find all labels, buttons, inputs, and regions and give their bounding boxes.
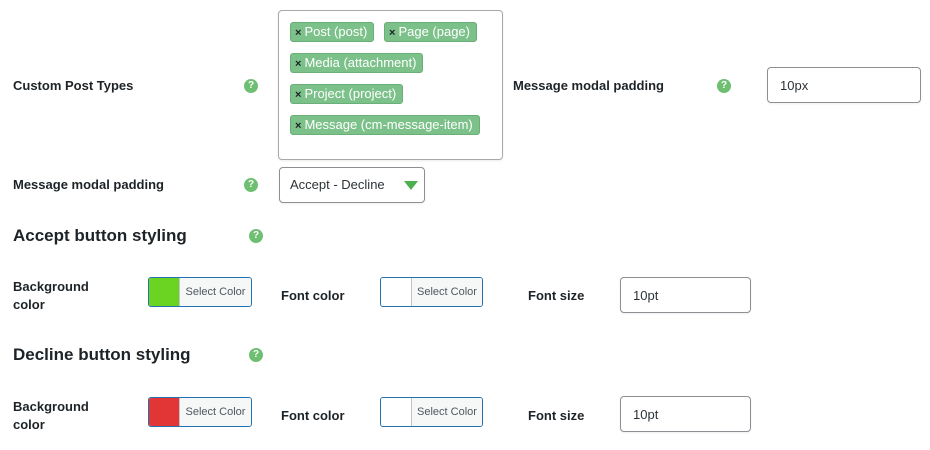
modal-padding-input[interactable] <box>767 67 921 103</box>
accept-bg-swatch <box>149 278 180 306</box>
accept-font-color-button[interactable]: Select Color <box>380 277 483 307</box>
decline-heading: Decline button styling <box>13 345 191 364</box>
accept-font-size-input[interactable] <box>620 277 751 313</box>
accept-font-size-label: Font size <box>528 288 585 303</box>
select-value: Accept - Decline <box>290 177 385 192</box>
select-color-label: Select Color <box>412 398 482 426</box>
decline-font-color-label: Font color <box>281 408 345 423</box>
decline-bg-swatch <box>149 398 180 426</box>
decline-font-size-input[interactable] <box>620 396 751 432</box>
tag-label: Message (cm-message-item) <box>304 117 473 132</box>
close-icon[interactable]: × <box>295 120 302 132</box>
close-icon[interactable]: × <box>295 89 302 101</box>
select-color-label: Select Color <box>180 398 251 426</box>
help-icon[interactable]: ? <box>244 178 258 192</box>
accept-heading: Accept button styling <box>13 226 187 245</box>
tag-label: Page (page) <box>398 24 470 39</box>
decline-font-size-label: Font size <box>528 408 585 423</box>
select-color-label: Select Color <box>412 278 482 306</box>
close-icon[interactable]: × <box>295 58 302 70</box>
help-icon[interactable]: ? <box>249 229 263 243</box>
close-icon[interactable]: × <box>389 27 396 39</box>
chevron-down-icon <box>404 181 418 190</box>
help-icon[interactable]: ? <box>249 348 263 362</box>
post-types-multiselect[interactable]: ×Post (post) ×Page (page) ×Media (attach… <box>278 10 503 160</box>
accept-font-color-label: Font color <box>281 288 345 303</box>
decline-font-color-button[interactable]: Select Color <box>380 397 483 427</box>
help-icon[interactable]: ? <box>717 79 731 93</box>
tag-media: ×Media (attachment) <box>290 53 424 73</box>
accept-font-swatch <box>381 278 412 306</box>
accept-bg-color-button[interactable]: Select Color <box>148 277 252 307</box>
tag-label: Project (project) <box>304 86 397 101</box>
custom-post-types-label: Custom Post Types <box>13 78 134 93</box>
tag-label: Media (attachment) <box>304 55 417 70</box>
close-icon[interactable]: × <box>295 27 302 39</box>
message-modal-padding-label: Message modal padding <box>513 78 664 93</box>
select-color-label: Select Color <box>180 278 251 306</box>
tag-label: Post (post) <box>304 24 368 39</box>
decline-bg-color-button[interactable]: Select Color <box>148 397 252 427</box>
help-icon[interactable]: ? <box>244 79 258 93</box>
accept-bg-label: Background color <box>13 279 89 312</box>
decline-font-swatch <box>381 398 412 426</box>
decline-bg-label: Background color <box>13 399 89 432</box>
tag-post: ×Post (post) <box>290 22 375 42</box>
message-modal-padding-label-2: Message modal padding <box>13 177 164 192</box>
button-type-select[interactable]: Accept - Decline <box>279 167 425 203</box>
tag-page: ×Page (page) <box>384 22 477 42</box>
tag-project: ×Project (project) <box>290 84 404 104</box>
tag-message: ×Message (cm-message-item) <box>290 115 480 135</box>
